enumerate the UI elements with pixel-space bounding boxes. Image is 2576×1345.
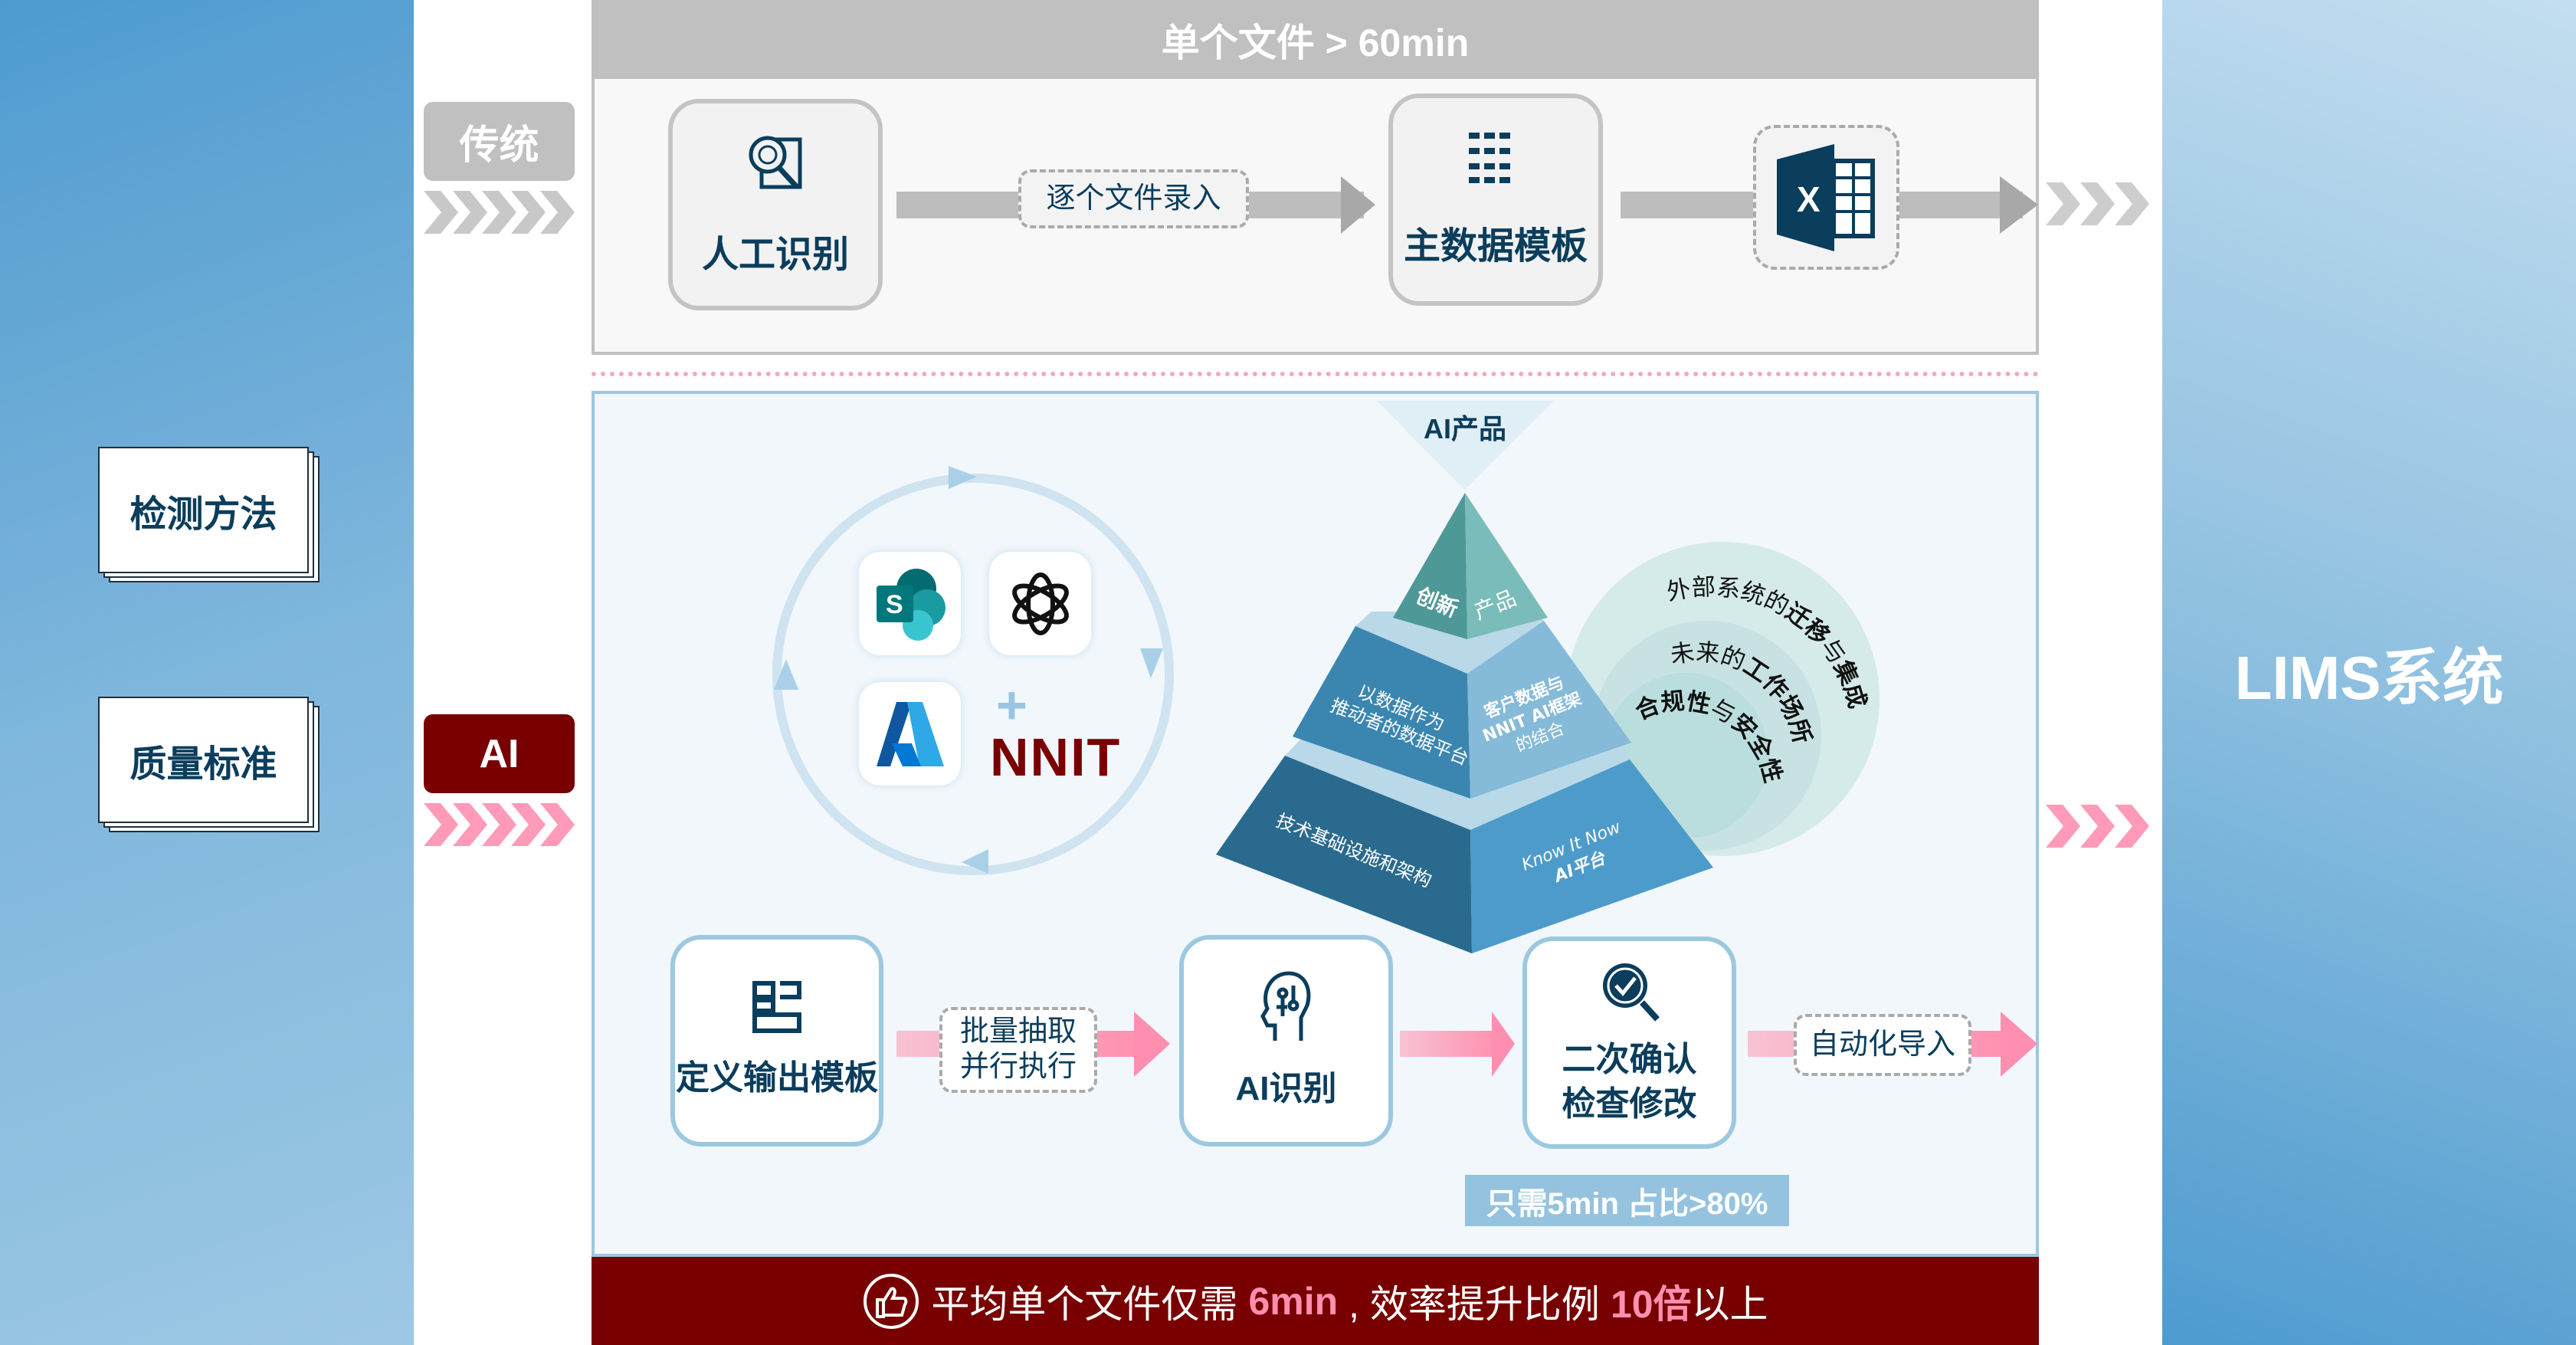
- pyramid-base-right: [1470, 759, 1713, 953]
- openai-icon: [1011, 572, 1069, 635]
- step-ai-recognition: AI识别: [1179, 935, 1393, 1147]
- step-label: 二次确认检查修改: [1562, 1041, 1697, 1123]
- pyramid-base-left: [1216, 756, 1472, 953]
- traditional-header: 单个文件 > 60min: [592, 0, 2039, 79]
- magnifier-document-icon: [749, 136, 802, 189]
- step-review-correct: 二次确认检查修改: [1522, 937, 1736, 1149]
- svg-text:S: S: [886, 590, 903, 619]
- step-label: 主数据模板: [1403, 225, 1588, 267]
- pink-chevrons-right-icon: [2046, 805, 2149, 848]
- sharepoint-icon: S: [876, 568, 946, 641]
- summary-text: , 效率提升比例: [1349, 1282, 1600, 1326]
- summary-highlight-ratio: 10倍: [1610, 1282, 1692, 1326]
- sharepoint-logo: S: [859, 552, 961, 655]
- openai-logo: [989, 552, 1091, 655]
- pyramid-mid-left: [1293, 626, 1470, 799]
- ai-tag: AI: [424, 714, 575, 793]
- template-layout-icon: [752, 981, 801, 1034]
- summary-text: 平均单个文件仅需: [931, 1282, 1238, 1326]
- doc-card-quality-standards: 质量标准: [98, 697, 320, 832]
- lims-title: LIMS系统: [2234, 643, 2504, 712]
- pyramid-title-triangle: [1377, 401, 1554, 490]
- plus-sign: +: [996, 675, 1027, 735]
- connector-batch-extract: 批量抽取 并行执行: [939, 1007, 1097, 1093]
- step-master-data-template: 主数据模板: [1388, 93, 1603, 306]
- summary-bar: 平均单个文件仅需 6min , 效率提升比例 10倍 以上: [592, 1257, 2039, 1345]
- doc-card-test-methods: 检测方法: [98, 447, 320, 582]
- pyramid-title: AI产品: [1424, 413, 1506, 445]
- time-stat-badge: 只需5min 占比>80%: [1465, 1175, 1789, 1226]
- source-panel: [0, 0, 414, 1345]
- step-label: 人工识别: [701, 235, 849, 275]
- connector-manual-entry: 逐个文件录入: [1018, 169, 1249, 228]
- excel-icon: X: [1776, 143, 1875, 251]
- grid-dots-icon: [1469, 132, 1510, 183]
- step-label: 定义输出模板: [676, 1059, 878, 1097]
- excel-output: X: [1753, 125, 1899, 270]
- gray-chevrons-icon: [424, 191, 575, 234]
- summary-text: 以上: [1691, 1282, 1768, 1326]
- step-manual-recognition: 人工识别: [668, 99, 883, 310]
- gray-chevrons-right-icon: [2046, 182, 2149, 225]
- summary-highlight-time: 6min: [1248, 1279, 1339, 1323]
- connector-line: 批量抽取: [959, 1015, 1077, 1048]
- pyramid-top-right: [1465, 493, 1548, 639]
- ai-head-icon: [1260, 971, 1310, 1042]
- thumbs-up-icon: [864, 1273, 919, 1329]
- azure-logo: [859, 682, 961, 786]
- pyramid-top-left: [1393, 493, 1467, 639]
- azure-icon: [876, 701, 944, 766]
- connector-auto-import: 自动化导入: [1794, 1014, 1971, 1076]
- lims-system-panel: LIMS系统: [2162, 0, 2576, 1345]
- cycle-arrows-icon: [772, 466, 1174, 875]
- traditional-tag: 传统: [424, 102, 575, 181]
- doc-card-label: 检测方法: [129, 494, 277, 535]
- separator-line: [592, 372, 2039, 376]
- step-define-template: 定义输出模板: [670, 935, 883, 1147]
- pyramid-mid-right: [1467, 621, 1631, 799]
- doc-card-label: 质量标准: [129, 743, 277, 785]
- search-check-icon: [1602, 963, 1660, 1022]
- step-label: AI识别: [1235, 1070, 1337, 1108]
- pink-chevrons-icon: [424, 803, 575, 846]
- nnit-logo: NNIT: [990, 727, 1122, 787]
- connector-line: 并行执行: [959, 1051, 1077, 1083]
- svg-text:X: X: [1797, 179, 1821, 219]
